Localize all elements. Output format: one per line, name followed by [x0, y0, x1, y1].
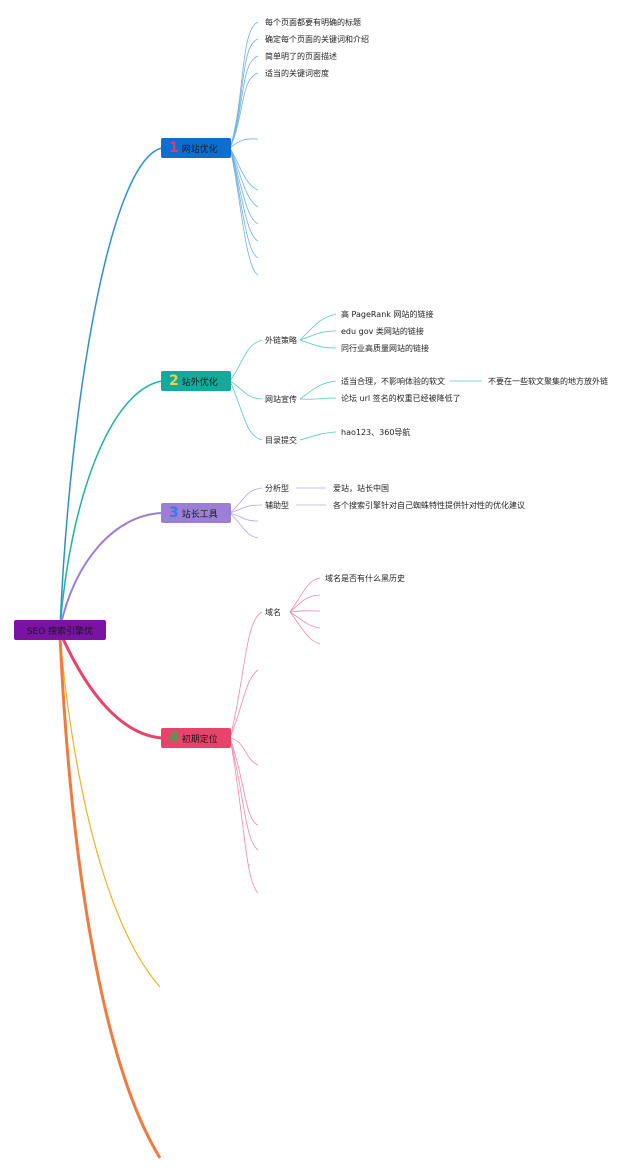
branch-2-group-2-extra[interactable]: 不要在一些软文聚集的地方放外链 — [488, 377, 608, 386]
branch-3-fan — [229, 487, 326, 539]
branch-2-number: 2 — [169, 373, 179, 389]
branch-1-item-4[interactable]: 适当的关键词密度 — [265, 69, 329, 78]
branch-2-fan — [229, 313, 482, 441]
connector-root-branch-4 — [58, 631, 163, 740]
branch-3-group-1-item-1[interactable]: 爱站，站长中国 — [333, 484, 389, 493]
root-label: SEO 搜索引擎优 — [26, 626, 94, 637]
branch-node-1[interactable]: 1 网站优化 — [161, 138, 231, 158]
connector-root-branch-3 — [59, 512, 163, 629]
branch-4-group-1-label[interactable]: 域名 — [265, 608, 281, 617]
branch-1-fan — [229, 21, 259, 276]
branch-2-group-1-label[interactable]: 外链策略 — [265, 336, 297, 345]
branch-2-group-1-item-2[interactable]: edu gov 类网站的链接 — [341, 327, 424, 336]
connector-root-branch-2 — [59, 380, 163, 629]
branch-1-item-1[interactable]: 每个页面都要有明确的标题 — [265, 18, 361, 27]
root-node[interactable]: SEO 搜索引擎优 — [14, 620, 106, 640]
branch-4-number: 4 — [169, 730, 179, 746]
connector-root-branch-5 — [59, 635, 161, 988]
branch-node-4[interactable]: 4 初期定位 — [161, 728, 231, 748]
branch-3-group-1-label[interactable]: 分析型 — [265, 484, 289, 493]
branch-2-group-3-label[interactable]: 目录提交 — [265, 436, 297, 445]
branch-node-2[interactable]: 2 站外优化 — [161, 371, 231, 391]
branch-2-group-1-item-1[interactable]: 高 PageRank 网站的链接 — [341, 310, 434, 319]
connector-root-branch-1 — [59, 147, 163, 629]
branch-3-number: 3 — [169, 505, 179, 521]
branch-4-label: 初期定位 — [181, 734, 218, 745]
branch-1-number: 1 — [169, 140, 179, 156]
branch-2-label: 站外优化 — [181, 377, 218, 388]
branch-4-fan — [229, 577, 321, 894]
branch-2-group-2-item-2[interactable]: 论坛 url 签名的权重已经被降低了 — [341, 394, 461, 403]
branch-3-label: 站长工具 — [181, 509, 218, 520]
connector-root-branch-6 — [58, 635, 162, 1159]
branch-2-group-2-label[interactable]: 网站宣传 — [265, 395, 297, 404]
branch-2-group-2-item-1[interactable]: 适当合理，不影响体验的软文 — [341, 377, 445, 386]
branch-3-group-2-label[interactable]: 辅助型 — [265, 501, 289, 510]
branch-3-group-2-item-1[interactable]: 各个搜索引擎针对自己蜘蛛特性提供针对性的优化建议 — [333, 501, 525, 510]
branch-1-label: 网站优化 — [181, 144, 218, 155]
branch-2-group-1-item-3[interactable]: 同行业高质量网站的链接 — [341, 344, 429, 353]
branch-node-3[interactable]: 3 站长工具 — [161, 503, 231, 523]
branch-2-group-3-item-1[interactable]: hao123、360导航 — [341, 428, 411, 437]
branch-1-item-2[interactable]: 确定每个页面的关键词和介绍 — [265, 35, 369, 44]
branch-1-item-3[interactable]: 简单明了的页面描述 — [265, 52, 337, 61]
branch-4-group-1-item-1[interactable]: 域名是否有什么黑历史 — [325, 574, 405, 583]
